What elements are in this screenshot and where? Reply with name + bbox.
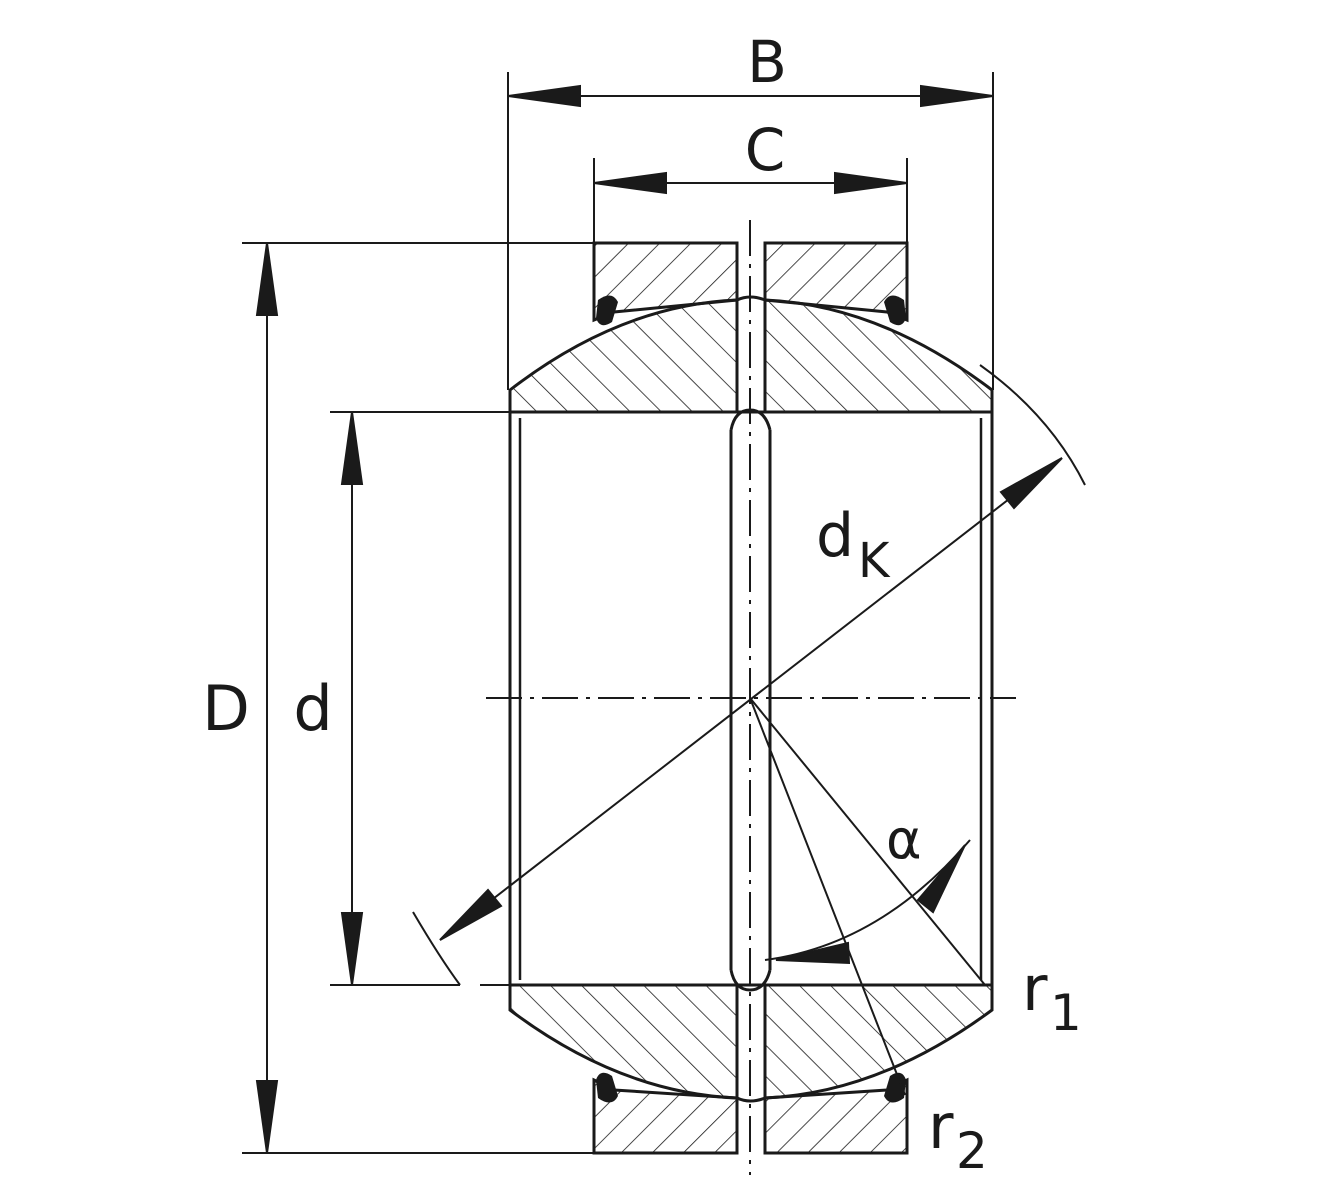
inner-ring-top (508, 298, 994, 414)
label-B: B (747, 28, 787, 96)
dimension-d (340, 411, 364, 986)
dimension-D (255, 242, 279, 1154)
inner-ring-bottom (508, 983, 994, 1100)
label-r1-main: r (1022, 952, 1048, 1025)
angle-alpha (749, 697, 986, 1096)
label-dK-sub: K (858, 533, 891, 589)
label-d: d (293, 672, 332, 745)
label-alpha: α (886, 808, 922, 871)
label-r2-sub: 2 (956, 1122, 988, 1180)
seals (596, 295, 906, 1103)
dimension-B (507, 84, 994, 108)
label-r2-main: r (928, 1090, 954, 1163)
lubrication-groove (729, 220, 772, 1175)
label-C: C (745, 116, 786, 184)
dimension-C (593, 171, 908, 195)
extension-lines (242, 72, 994, 1154)
dimension-dK (412, 364, 1086, 986)
outer-ring-bottom (592, 1077, 909, 1155)
label-dK-main: d (816, 501, 854, 571)
label-D: D (202, 672, 250, 745)
label-r1-sub: 1 (1050, 984, 1082, 1042)
